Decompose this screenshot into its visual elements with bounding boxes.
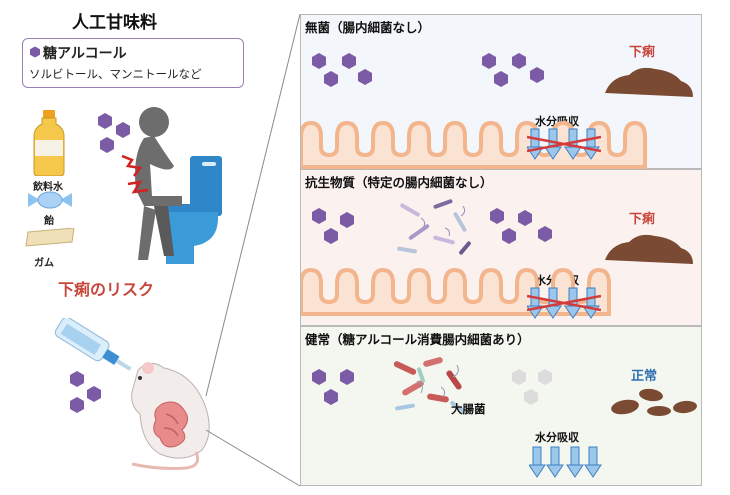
sugar-alcohol-hexagon-group	[312, 208, 354, 244]
stool-icon	[605, 67, 693, 97]
candy-label: 飴	[44, 216, 54, 227]
drink-label: 飲料水	[33, 182, 63, 193]
sugar-alcohol-hexagon-group	[312, 53, 372, 87]
down-arrow-icon	[527, 287, 544, 319]
down-arrow-icon	[566, 446, 584, 478]
intestinal-wall	[301, 267, 611, 316]
bacteria-icon	[393, 357, 466, 414]
panel-title-antibiotics: 抗生物質（特定の腸内細菌なし）	[305, 175, 493, 190]
water-absorption-label: 水分吸収	[535, 431, 579, 444]
person-on-toilet-icon	[121, 107, 222, 264]
down-arrow-icon	[584, 446, 602, 478]
gum-icon	[25, 228, 75, 247]
down-arrow-icon	[546, 446, 564, 478]
panel-title-healthy: 健常（糖アルコール消費腸内細菌あり）	[305, 332, 530, 347]
sugar-alcohol-hexagon-group	[490, 208, 552, 244]
blocked-absorption-arrows	[527, 128, 601, 160]
down-arrow-icon	[527, 128, 544, 160]
diarrhea-risk-label: 下痢のリスク	[58, 280, 155, 299]
main-title: 人工甘味料	[72, 13, 157, 33]
panel-germ-free: 無菌（腸内細菌なし） 下痢 水分吸収	[300, 14, 702, 169]
mouse-icon	[131, 362, 210, 470]
stool-icon	[605, 234, 693, 264]
sugar-alcohol-hexagon-group	[312, 369, 354, 405]
dropper-icon	[54, 318, 132, 371]
gum-label: ガム	[34, 258, 54, 269]
down-arrow-icon	[529, 446, 546, 478]
result-diarrhea: 下痢	[629, 212, 656, 227]
candy-icon	[28, 191, 72, 209]
intestinal-wall	[301, 120, 647, 169]
result-normal: 正常	[631, 369, 658, 384]
stool-icon	[611, 388, 697, 416]
panel-healthy: 健常（糖アルコール消費腸内細菌あり） 大腸菌 正常 水分吸収	[300, 326, 702, 486]
juice-bottle-icon	[33, 110, 65, 176]
sugar-alcohol-hexagon-group-mouse	[70, 371, 101, 413]
result-diarrhea: 下痢	[629, 45, 656, 60]
down-arrow-icon	[564, 287, 582, 319]
legend-box: 糖アルコール ソルビトール、マンニトールなど	[22, 38, 244, 88]
consumed-hexagon-group	[512, 369, 552, 405]
blocked-absorption-arrows	[527, 287, 601, 319]
sugar-alcohol-hexagon-group	[98, 113, 130, 153]
legend-examples: ソルビトール、マンニトールなど	[29, 67, 202, 81]
e-coli-label: 大腸菌	[451, 402, 486, 416]
absorption-arrows	[529, 446, 602, 478]
panel-antibiotics: 抗生物質（特定の腸内細菌なし） 下痢 水分吸収	[300, 169, 702, 326]
bacteria-icon	[397, 199, 471, 255]
panel-title-germ-free: 無菌（腸内細菌なし）	[305, 20, 431, 35]
down-arrow-icon	[582, 287, 600, 319]
sugar-alcohol-hexagon-group	[482, 53, 544, 87]
down-arrow-icon	[564, 128, 582, 160]
legend-title: 糖アルコール	[43, 46, 127, 62]
down-arrow-icon	[582, 128, 600, 160]
sugar-alcohol-hexagon-icon	[30, 46, 40, 58]
